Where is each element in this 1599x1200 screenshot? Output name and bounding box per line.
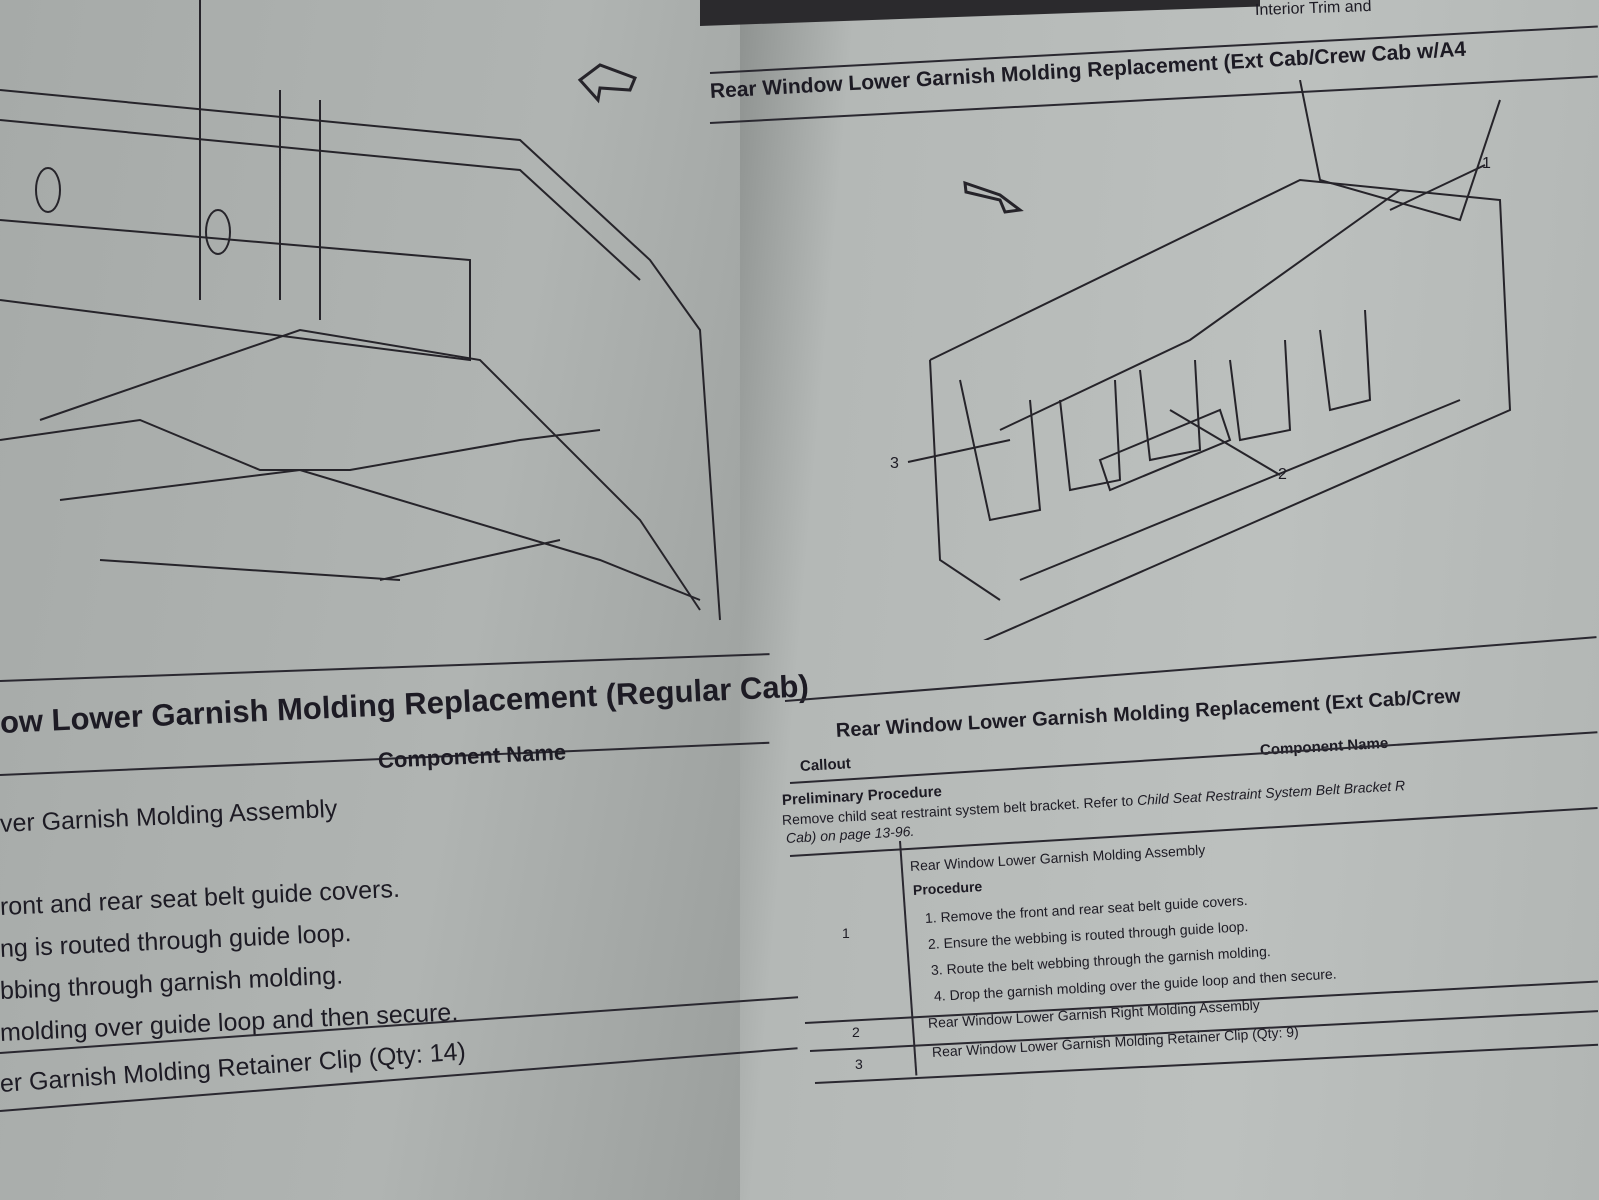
row-1-callout: 1: [842, 925, 850, 941]
row-3-callout: 3: [855, 1056, 863, 1072]
left-page: [0, 0, 760, 1200]
right-illustration: [907, 80, 1512, 640]
row-2-callout: 2: [852, 1024, 860, 1040]
callout-2-label: 2: [1278, 466, 1287, 483]
left-illustration: [0, 0, 721, 621]
col-callout: Callout: [799, 755, 852, 775]
callout-3-label: 3: [890, 455, 899, 472]
callout-1-label: 1: [1482, 155, 1491, 172]
right-page: [740, 0, 1599, 1200]
